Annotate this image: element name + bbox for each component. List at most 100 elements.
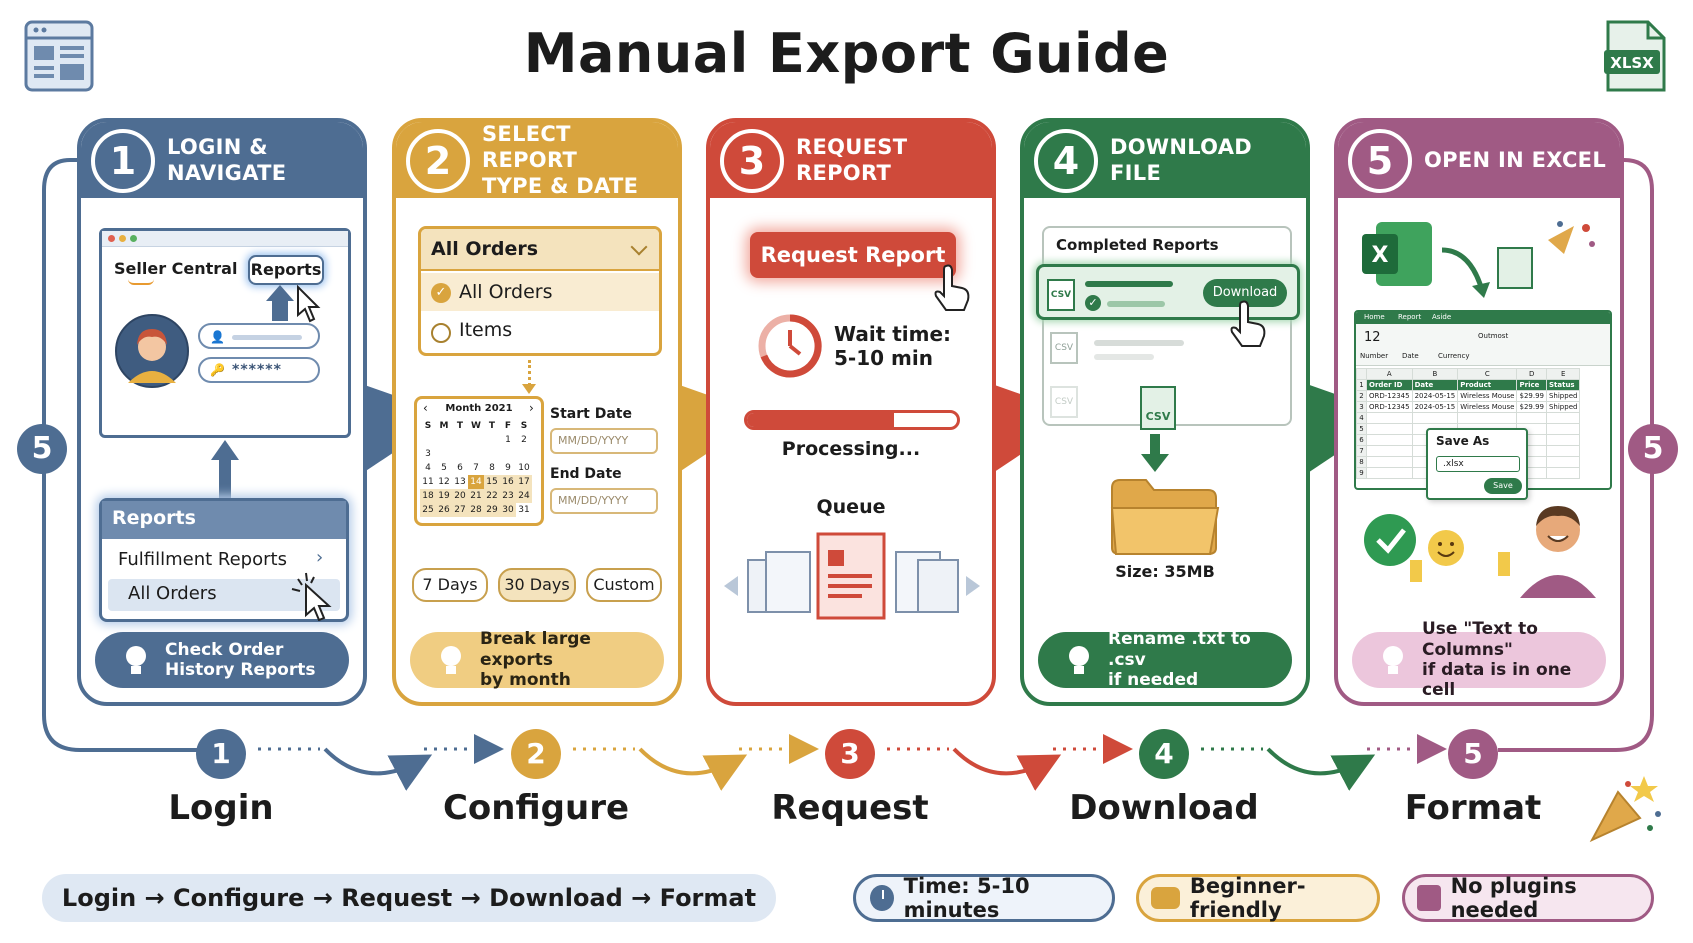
- calendar-date[interactable]: 27: [452, 503, 468, 517]
- calendar-date[interactable]: 10: [518, 463, 530, 473]
- tip-banner: Use "Text to Columns" if data is in one …: [1352, 619, 1606, 700]
- smile-logo-icon: [128, 279, 154, 285]
- preset-custom[interactable]: Custom: [586, 568, 662, 602]
- clock-icon: [870, 885, 894, 911]
- excel-ribbon: 12 Number Date Currency Outmost: [1356, 324, 1610, 366]
- report-type-dropdown[interactable]: All Orders ✓ All Orders Items: [418, 226, 662, 356]
- table-cell: ORD-12345: [1366, 390, 1413, 402]
- wait-time-text: Wait time: 5-10 min: [834, 322, 952, 370]
- password-field[interactable]: 🔑 ******: [198, 357, 320, 383]
- table-cell: [1366, 456, 1413, 468]
- table-cell: [1545, 445, 1581, 457]
- lightbulb-icon: [441, 646, 461, 674]
- table-cell: 2024-05-15: [1411, 390, 1459, 402]
- calendar-date[interactable]: 20: [452, 489, 468, 503]
- calendar-date[interactable]: 22: [484, 489, 500, 503]
- table-cell: Price: [1516, 379, 1547, 391]
- step-number: 4: [1034, 129, 1098, 193]
- step-number: 5: [1348, 129, 1412, 193]
- calendar-date[interactable]: 13: [454, 477, 466, 487]
- calendar-date[interactable]: 18: [420, 489, 436, 503]
- processing-text: Processing...: [781, 438, 921, 460]
- handshake-icon: [1151, 887, 1180, 909]
- calendar-date[interactable]: 9: [505, 463, 511, 473]
- calendar-date: [452, 447, 468, 461]
- column-header: C: [1457, 368, 1518, 380]
- calendar-date[interactable]: 1: [505, 435, 511, 445]
- file-format-select[interactable]: .xlsx: [1436, 456, 1520, 472]
- calendar-date[interactable]: 30: [500, 503, 516, 517]
- calendar-date[interactable]: 21: [468, 489, 484, 503]
- step-label-download: Download: [1069, 788, 1259, 828]
- calendar-next-icon[interactable]: ›: [529, 401, 534, 415]
- panel-header: 4 DOWNLOAD FILE: [1024, 122, 1306, 198]
- username-field[interactable]: 👤: [198, 323, 320, 349]
- calendar-date[interactable]: 15: [484, 475, 500, 489]
- menu-item-fulfillment[interactable]: Fulfillment Reports: [118, 549, 287, 570]
- request-report-button[interactable]: Request Report: [750, 232, 956, 278]
- calendar-date[interactable]: 7: [473, 463, 479, 473]
- calendar-date[interactable]: 5: [441, 463, 447, 473]
- party-popper-icon: [1589, 776, 1661, 843]
- celebration-illustration: [1364, 506, 1596, 598]
- calendar-date[interactable]: 29: [484, 503, 500, 517]
- panel-title: DOWNLOAD FILE: [1110, 134, 1253, 185]
- calendar-date[interactable]: 25: [420, 503, 436, 517]
- calendar-day-header: T: [456, 421, 464, 431]
- panel-title: LOGIN & NAVIGATE: [167, 134, 287, 185]
- table-cell: [1545, 456, 1581, 468]
- save-button[interactable]: Save: [1484, 478, 1522, 494]
- calendar-date[interactable]: 23: [500, 489, 516, 503]
- calendar-date[interactable]: 6: [457, 463, 463, 473]
- clock-icon: [758, 314, 822, 378]
- calendar-date[interactable]: 2: [521, 435, 527, 445]
- calendar-prev-icon[interactable]: ‹: [423, 401, 428, 415]
- calendar-date[interactable]: 8: [489, 463, 495, 473]
- calendar-date[interactable]: 19: [436, 489, 452, 503]
- calendar-date[interactable]: 4: [425, 463, 431, 473]
- calendar-date[interactable]: 28: [468, 503, 484, 517]
- table-cell: [1366, 434, 1413, 446]
- pointer-cursor-icon: [266, 284, 321, 323]
- calendar-date[interactable]: 11: [422, 477, 434, 487]
- down-arrow-icon: [1150, 434, 1160, 454]
- option-all-orders[interactable]: All Orders: [459, 281, 553, 303]
- calendar-day-header: F: [504, 421, 512, 431]
- calendar-date[interactable]: 14: [468, 475, 484, 489]
- end-date-input[interactable]: MM/DD/YYYY: [550, 488, 658, 514]
- column-header: B: [1411, 368, 1459, 380]
- hand-cursor-icon: [1230, 300, 1266, 347]
- document-queue-icon: [724, 532, 980, 620]
- option-items[interactable]: Items: [459, 319, 513, 341]
- excel-open-illustration: X: [1362, 221, 1595, 298]
- csv-file-icon: CSV: [1050, 332, 1078, 364]
- calendar-date[interactable]: 31: [518, 505, 530, 515]
- preset-7-days[interactable]: 7 Days: [412, 568, 488, 602]
- row-number: 6: [1356, 434, 1367, 446]
- calendar-date[interactable]: 3: [425, 449, 431, 459]
- calendar-date[interactable]: 26: [436, 503, 452, 517]
- calendar-date[interactable]: 24: [516, 489, 532, 503]
- table-cell: [1457, 412, 1518, 424]
- file-size-text: Size: 35MB: [1115, 562, 1215, 581]
- window-titlebar: [102, 231, 348, 247]
- column-header: E: [1545, 368, 1581, 380]
- csv-file-icon: CSV: [1050, 386, 1078, 418]
- start-date-input[interactable]: MM/DD/YYYY: [550, 428, 658, 454]
- checkmark-radio-icon[interactable]: ✓: [431, 283, 451, 303]
- table-cell: [1366, 423, 1413, 435]
- preset-30-days[interactable]: 30 Days: [498, 568, 576, 602]
- check-icon: ✓: [1085, 295, 1101, 311]
- calendar-date: [452, 433, 468, 447]
- reports-nav-button[interactable]: Reports: [248, 255, 324, 285]
- calendar-date[interactable]: 12: [438, 477, 450, 487]
- menu-item-all-orders[interactable]: All Orders: [128, 583, 217, 604]
- panel-header: 3 REQUEST REPORT: [710, 122, 992, 198]
- calendar-date[interactable]: 17: [516, 475, 532, 489]
- empty-radio-icon[interactable]: [431, 323, 451, 343]
- step-number: 3: [720, 129, 784, 193]
- calendar-date[interactable]: 16: [500, 475, 516, 489]
- row-number: 9: [1356, 467, 1367, 479]
- table-cell: [1366, 445, 1413, 457]
